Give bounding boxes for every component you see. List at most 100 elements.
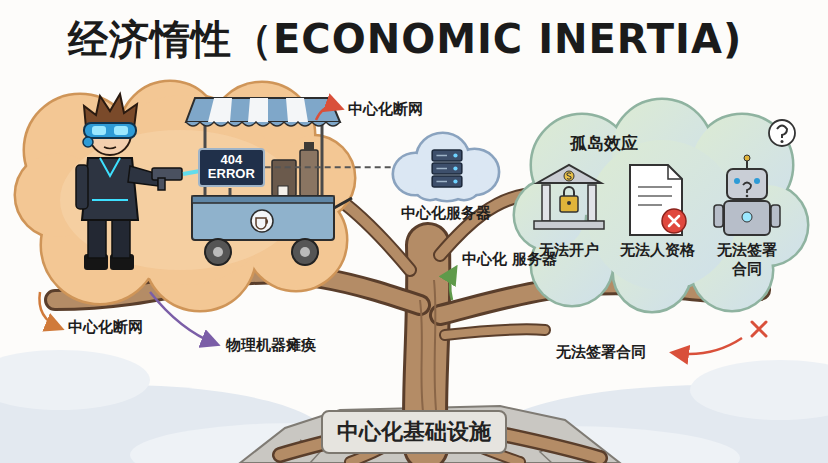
icon-caption: 无法开户: [539, 241, 599, 260]
art-rect: [771, 205, 780, 227]
art-rect: [432, 150, 462, 161]
art-rect: [560, 196, 578, 212]
art-path: [39, 292, 60, 328]
cloud-heading: 孤岛效应: [570, 133, 638, 154]
art-path: [186, 98, 340, 122]
art-rect: [88, 216, 106, 258]
art-circle: [213, 247, 223, 257]
art-rect: [152, 168, 182, 180]
art-circle: [205, 239, 231, 265]
art-path: [752, 322, 766, 336]
art-line: [638, 186, 672, 188]
art-path: [208, 98, 308, 122]
art-path: [316, 107, 340, 121]
art-line: [436, 181, 447, 183]
left-cloud: [16, 82, 354, 310]
art-use: [340, 200, 410, 270]
art-rect: [300, 150, 318, 196]
box-label: 中心化基础设施: [337, 418, 491, 446]
callout-label: 物理机器瘫痪: [226, 336, 316, 355]
cloud-shape: [512, 95, 807, 317]
art-rect: [542, 185, 550, 221]
bank-icon: [534, 165, 604, 229]
callout-label: 中心化断网: [348, 100, 423, 119]
art-line: [321, 120, 324, 198]
art-circle: [564, 171, 574, 181]
art-circle: [662, 209, 686, 233]
art-line: [334, 198, 352, 208]
art-path: [186, 122, 340, 126]
art-rect: [714, 205, 723, 227]
icon-caption: 无法人资格: [620, 241, 695, 260]
cloud-outline: [394, 134, 498, 200]
art-rect: [192, 196, 334, 203]
art-circle: [453, 154, 457, 158]
art-circle: [453, 180, 457, 184]
art-rect: [272, 160, 296, 196]
art-use: [445, 329, 545, 335]
art-path: [743, 183, 751, 194]
server-cloud: 中心化服务器: [392, 128, 502, 228]
cart: [186, 98, 352, 265]
server-icon: [432, 150, 462, 187]
art-circle: [515, 180, 585, 250]
art-circle: [587, 140, 737, 290]
art-rect: [432, 176, 462, 187]
art-circle: [754, 178, 760, 184]
infrastructure-box: 中心化基础设施: [321, 410, 507, 454]
screen-text: 404 ERROR: [206, 153, 257, 182]
art-circle: [734, 178, 740, 184]
node-label: 中心化服务器: [394, 204, 498, 223]
art-path: [674, 338, 742, 354]
art-line: [92, 199, 128, 201]
art-rect: [534, 221, 604, 229]
art-circle: [83, 137, 93, 147]
robot-icon: [714, 120, 795, 235]
art-circle: [742, 212, 752, 222]
document-icon: [630, 165, 686, 235]
art-rect: [588, 185, 596, 221]
dashed-connector: [265, 166, 392, 168]
art-line: [229, 188, 232, 196]
art-line: [436, 155, 447, 157]
art-path: [450, 269, 455, 300]
art-circle: [292, 239, 318, 265]
art-circle: [744, 155, 750, 161]
callout-label: 中心化断网: [68, 318, 143, 337]
art-circle: [453, 167, 457, 171]
art-path: [104, 147, 116, 149]
art-line: [638, 195, 672, 197]
art-circle: [746, 195, 749, 198]
art-rect: [304, 142, 314, 150]
art-path: [669, 216, 679, 226]
art-path: [537, 165, 601, 183]
error-screen: 404 ERROR: [198, 148, 265, 187]
island-cloud: 孤岛效应无法开户无法人资格无法签署 合同: [512, 95, 807, 317]
art-use: [445, 329, 545, 335]
callout-label: 无法签署合同: [556, 343, 646, 362]
art-rect: [192, 196, 334, 240]
art-rect: [76, 165, 88, 209]
art-rect: [432, 163, 462, 174]
art-g: [16, 82, 354, 310]
art-rect: [724, 201, 770, 235]
art-rect: [92, 126, 106, 135]
art-ellipse: [690, 360, 828, 420]
diagram-title: 经济惰性（ECONOMIC INERTIA): [68, 12, 742, 67]
art-g: [16, 82, 354, 310]
art-circle: [587, 140, 737, 290]
art-circle: [769, 120, 795, 146]
art-path: [256, 218, 267, 229]
art-path: [434, 280, 436, 410]
art-path: [150, 292, 216, 344]
art-rect: [158, 178, 165, 190]
art-line: [436, 168, 447, 170]
art-rect: [114, 126, 128, 135]
art-path: [100, 158, 120, 176]
art-use: [340, 200, 410, 270]
art-line: [638, 204, 662, 206]
art-rect: [727, 169, 767, 199]
art-path: [420, 300, 424, 420]
